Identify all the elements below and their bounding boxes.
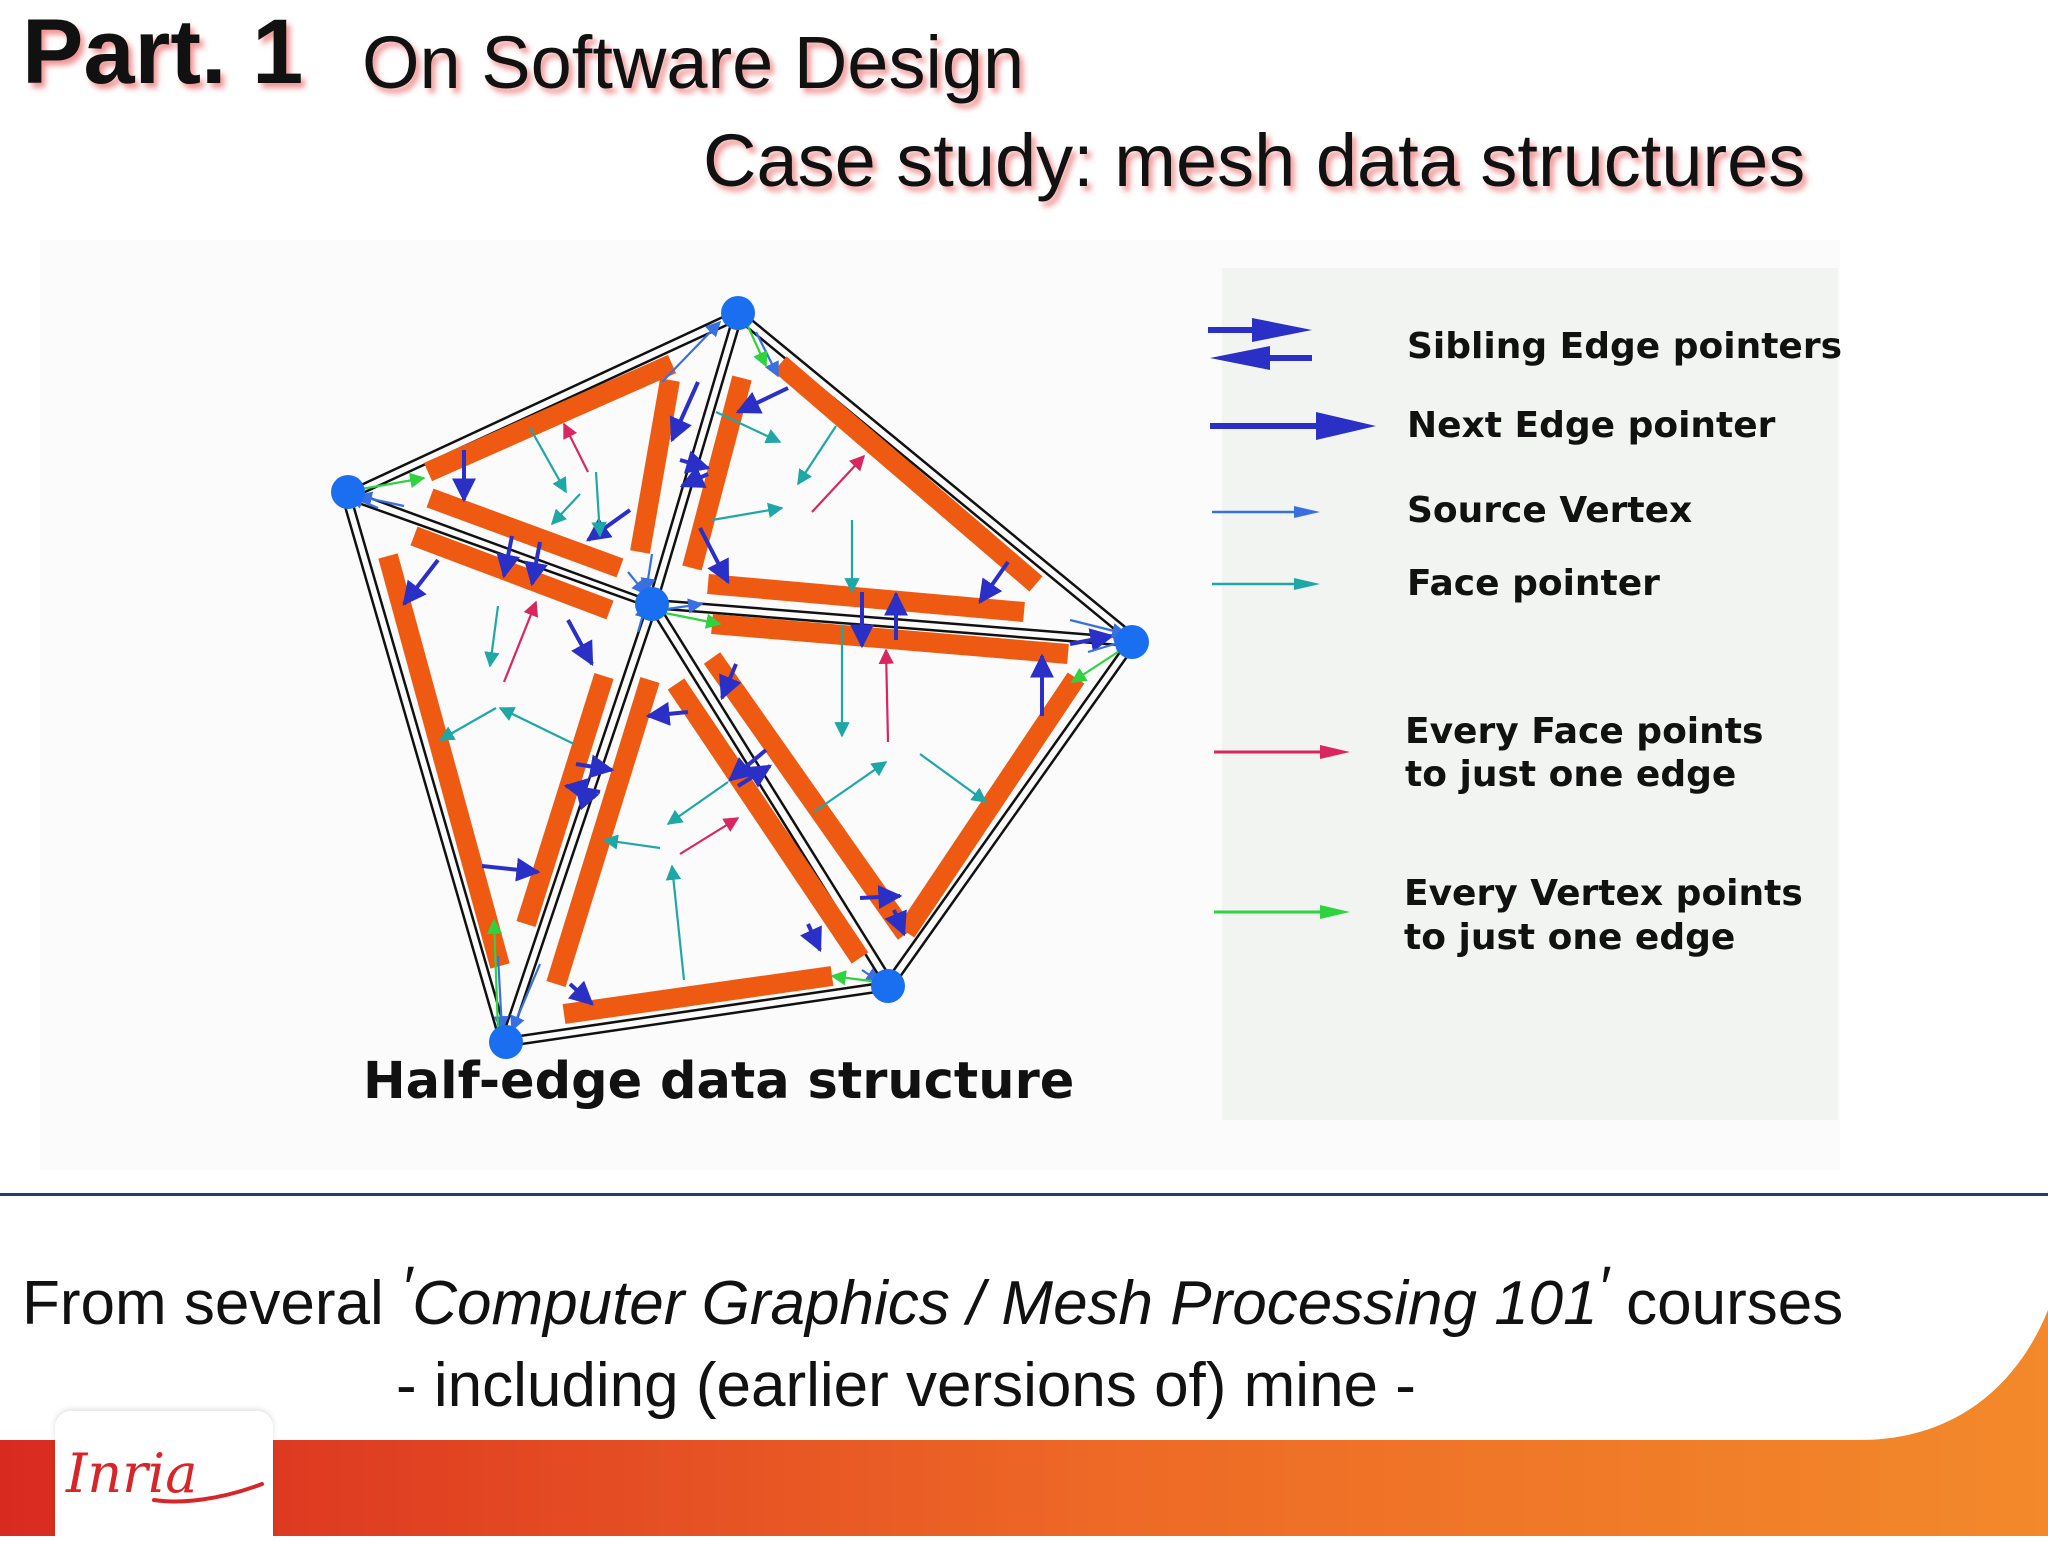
face-to-edge-pointers (502, 422, 894, 855)
vertex-right (1115, 625, 1149, 659)
half-edge (703, 652, 915, 940)
legend-label-face-edge-1: Every Face points (1405, 711, 1764, 752)
footer-orange-band (0, 1310, 2048, 1536)
half-edge (682, 375, 752, 571)
half-edge (562, 966, 834, 1024)
half-edge (897, 672, 1085, 938)
footer-prefix: From several (22, 1269, 401, 1338)
mesh-edges (340, 308, 1138, 1048)
mesh-edge (340, 495, 502, 1043)
source-vertex-arrow-icon (1212, 506, 1320, 518)
half-edge (378, 553, 510, 969)
next-edge-pointers (402, 381, 1115, 1006)
half-edge (423, 354, 677, 482)
diagram-caption: Half-edge data structure (363, 1052, 1075, 1111)
section-divider (0, 1193, 2048, 1196)
legend-label-source-vertex: Source Vertex (1407, 490, 1693, 531)
slide-subtitle: Case study: mesh data structures (703, 119, 1806, 202)
mesh-edge (741, 311, 1137, 637)
vertex-bottom-right (871, 969, 905, 1003)
logo-tab (55, 1411, 273, 1541)
half-edge (630, 378, 680, 554)
mesh-edge (505, 980, 889, 1040)
half-edge (773, 356, 1043, 592)
inria-logo: Inria (66, 1442, 198, 1505)
footer-suffix: courses (1608, 1269, 1844, 1338)
legend-label-next-edge: Next Edge pointer (1407, 405, 1776, 446)
inria-logo-swash-icon (152, 1482, 264, 1504)
half-edge (707, 574, 1025, 622)
legend-label-face-edge-2: to just one edge (1405, 754, 1737, 795)
sibling-edge-arrows-icon (1208, 318, 1312, 370)
vertex-top (721, 296, 755, 330)
footer-open-quote: ′ (400, 1254, 413, 1321)
legend-label-vertex-edge-2: to just one edge (1404, 917, 1736, 958)
footer-subline: - including (earlier versions of) mine - (396, 1351, 1416, 1420)
vertex-to-edge-arrow-icon (1214, 905, 1350, 919)
footer-credit-line: From several ′Computer Graphics / Mesh P… (22, 1254, 2042, 1339)
half-edge (546, 677, 660, 987)
face-to-edge-arrow-icon (1214, 745, 1350, 759)
legend-label-face-pointer: Face pointer (1407, 563, 1660, 604)
half-edge (711, 614, 1069, 664)
legend-label-vertex-edge-1: Every Vertex points (1404, 873, 1803, 914)
title-part-label: Part. 1 (22, 1, 304, 103)
half-edge (667, 678, 869, 964)
vertex-center (635, 587, 669, 621)
legend-panel (1222, 268, 1838, 1120)
mesh-edge (500, 603, 650, 1039)
half-edge (426, 488, 624, 578)
footer-close-quote: ′ (1597, 1254, 1609, 1321)
vertex-to-edge-pointers (355, 321, 1125, 1031)
mesh-edge (347, 488, 649, 602)
footer-course-title: Computer Graphics / Mesh Processing 101 (412, 1269, 1598, 1338)
legend-label-sibling: Sibling Edge pointers (1407, 326, 1843, 367)
next-edge-arrow-icon (1210, 412, 1376, 440)
half-edges (378, 354, 1085, 1024)
face-pointer-arrow-icon (1212, 578, 1320, 590)
title-topic: On Software Design (362, 21, 1025, 104)
face-pointers (438, 411, 988, 981)
mesh-edge (882, 637, 1132, 985)
vertex-left (331, 475, 365, 509)
mesh-edge (653, 598, 1133, 640)
vertex-bottom-left (489, 1025, 523, 1059)
mesh-edge (345, 308, 739, 494)
vertices (331, 296, 1149, 1059)
